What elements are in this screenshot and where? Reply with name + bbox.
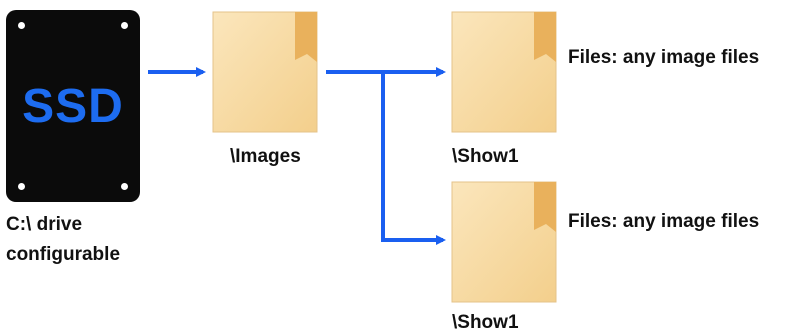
folder-show1-top-icon bbox=[451, 11, 557, 133]
folder-show1-bottom-label: \Show1 bbox=[452, 312, 519, 333]
files-note-top: Files: any image files bbox=[568, 47, 760, 68]
folder-show1-bottom-icon bbox=[451, 181, 557, 303]
files-note-bottom: Files: any image files bbox=[568, 211, 760, 232]
screw-hole-bottom-left bbox=[18, 183, 25, 190]
screw-hole-top-left bbox=[18, 22, 25, 29]
screw-hole-top-right bbox=[121, 22, 128, 29]
arrow-images-to-show1-bottom bbox=[381, 72, 446, 245]
ssd-caption-line2: configurable bbox=[6, 244, 121, 265]
folder-images-label: \Images bbox=[230, 146, 301, 167]
ssd-drive-icon: SSD bbox=[6, 10, 140, 202]
folder-show1-top-label: \Show1 bbox=[452, 146, 519, 167]
ssd-label: SSD bbox=[22, 80, 124, 133]
screw-hole-bottom-right bbox=[121, 183, 128, 190]
folder-images-icon bbox=[212, 11, 318, 133]
ssd-caption-line1: C:\ drive bbox=[6, 214, 83, 235]
